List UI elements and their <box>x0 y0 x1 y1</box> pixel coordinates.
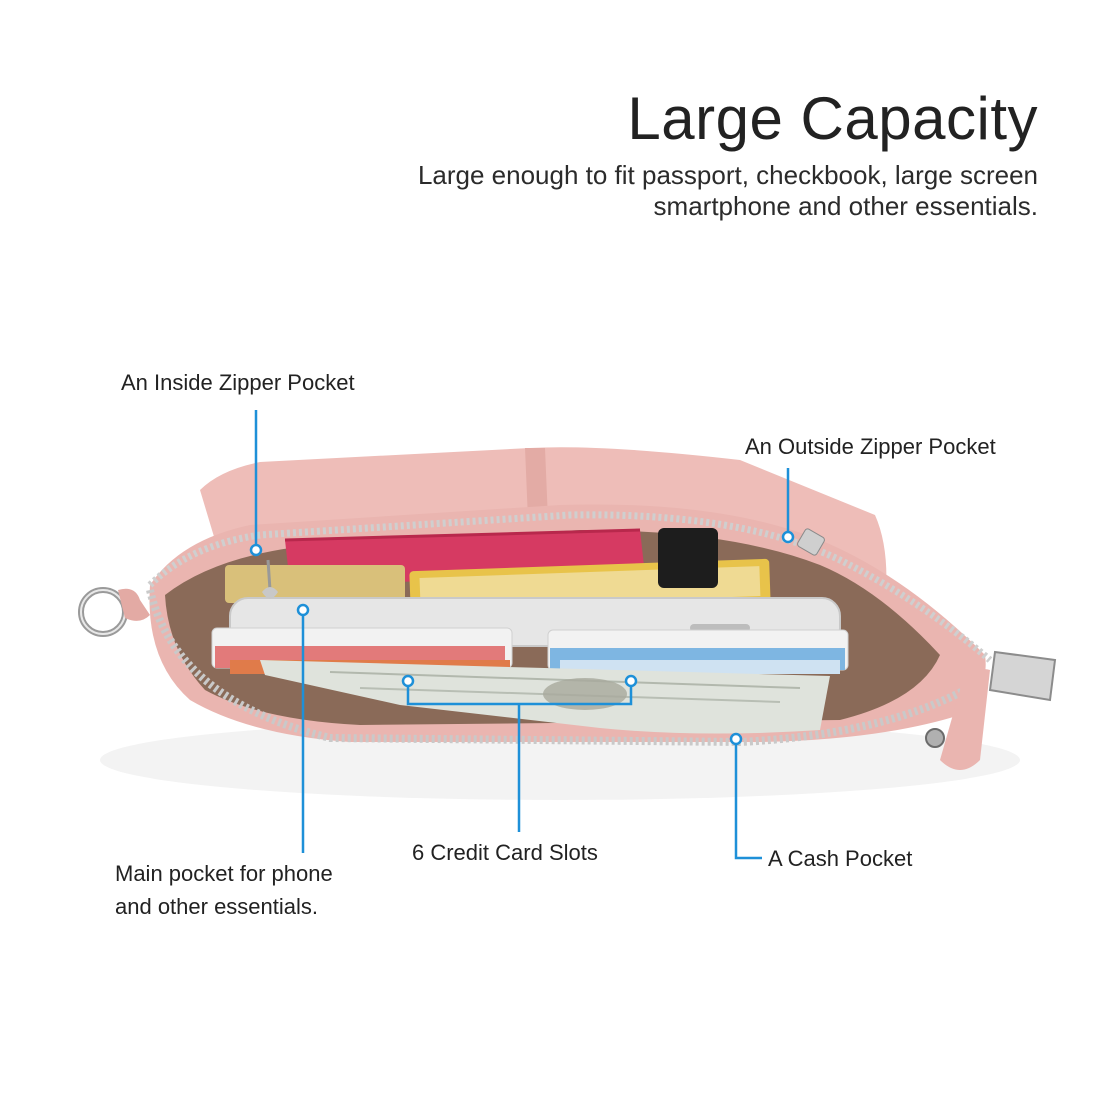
page-title: Large Capacity <box>627 85 1038 152</box>
zipper-pull <box>925 650 1057 770</box>
callout-main-pocket-line: Main pocket for phone <box>115 861 333 886</box>
front-zipper <box>146 589 967 747</box>
callout-credit-card-slots: 6 Credit Card Slots <box>412 840 598 865</box>
top-zipper <box>147 511 993 663</box>
dot-card-left <box>401 674 415 688</box>
callout-main-pocket-line: and other essentials. <box>115 894 319 919</box>
callout-lines <box>249 410 795 860</box>
dot-inside-zipper <box>249 543 263 557</box>
credit-cards-right <box>547 629 849 674</box>
dot-main-pocket <box>296 603 310 617</box>
line-cash-pocket <box>734 742 762 860</box>
strap-ring <box>78 587 150 637</box>
subtitle-line: smartphone and other essentials. <box>653 191 1038 221</box>
page-subtitle: Large enough to fit passport, checkbook,… <box>278 160 1038 222</box>
callout-outside-zipper-pocket: An Outside Zipper Pocket <box>745 434 996 459</box>
bag-seam <box>525 448 548 520</box>
dot-card-right <box>624 674 638 688</box>
callout-inside-zipper-pocket: An Inside Zipper Pocket <box>121 370 355 395</box>
heart-charm <box>262 559 278 599</box>
black-item <box>658 528 718 588</box>
callout-cash-pocket: A Cash Pocket <box>768 846 913 871</box>
subtitle-line: Large enough to fit passport, checkbook,… <box>417 160 1038 190</box>
dot-outside-zipper <box>781 530 795 544</box>
callout-main-pocket: Main pocket for phone and other essentia… <box>115 857 333 923</box>
outside-zipper-pull <box>797 528 825 556</box>
dot-cash-pocket <box>729 732 743 746</box>
